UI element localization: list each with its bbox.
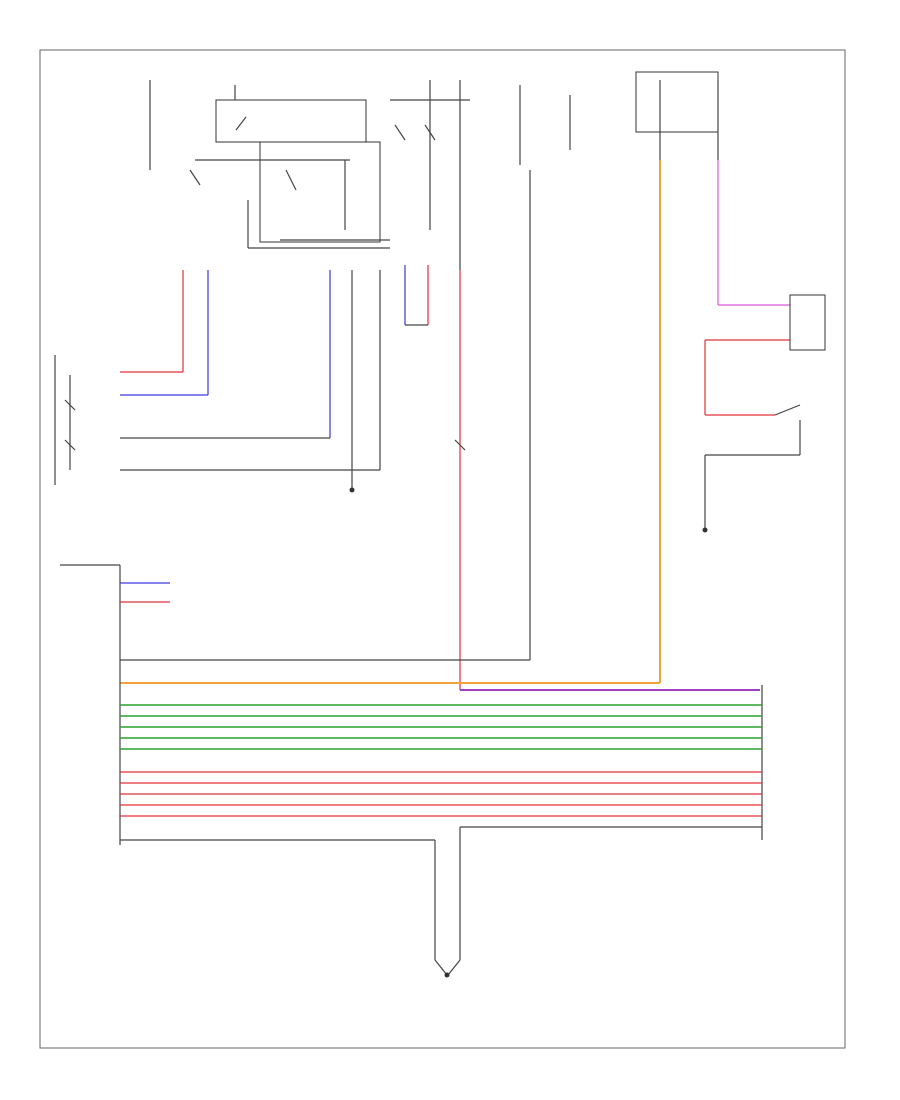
ground-bus bbox=[120, 826, 762, 978]
top-relay-block bbox=[149, 80, 571, 249]
center-red-run bbox=[454, 230, 466, 690]
switch-assembly-left bbox=[54, 270, 381, 493]
diagram-frame bbox=[39, 49, 846, 1049]
green-bus bbox=[120, 704, 762, 750]
red-bus bbox=[120, 771, 762, 817]
right-sensor-circuit bbox=[702, 160, 826, 533]
right-fuse-block bbox=[635, 71, 719, 160]
center-connector bbox=[404, 265, 429, 326]
